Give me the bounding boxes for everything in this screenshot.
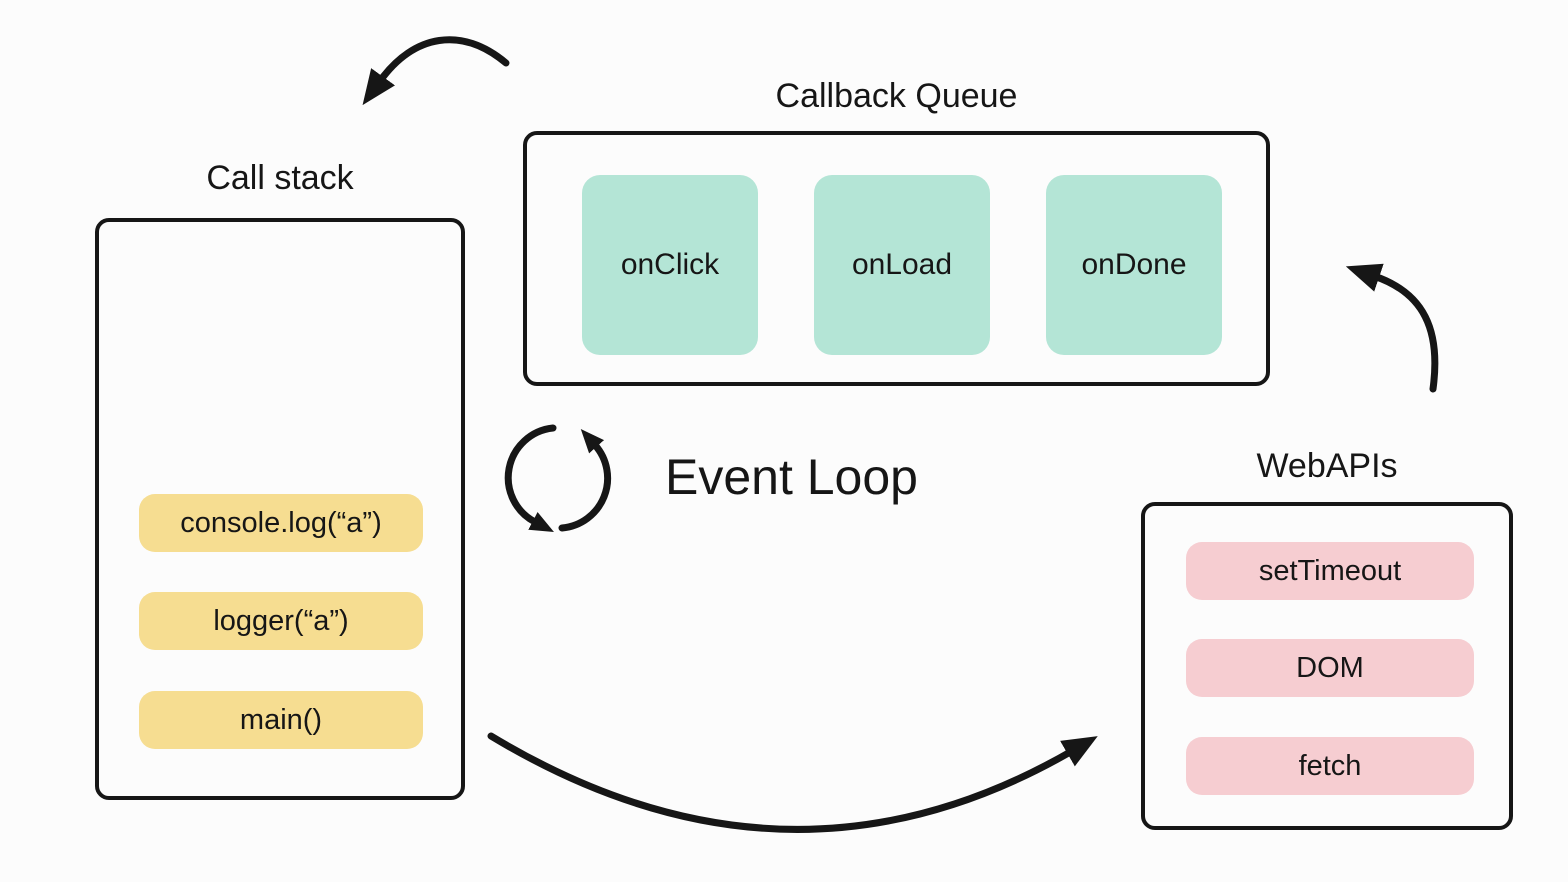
callback-queue-item: onDone <box>1046 175 1222 355</box>
event-loop-label: Event Loop <box>665 449 918 505</box>
call-stack-frame: logger(“a”) <box>139 592 423 650</box>
callback-queue-box: onClick onLoad onDone <box>523 131 1270 386</box>
callback-queue-title: Callback Queue <box>775 77 1018 115</box>
cycle-arrows-icon <box>504 424 612 532</box>
webapi-item: DOM <box>1186 639 1474 697</box>
stack-to-webapis-arrow <box>487 732 1098 833</box>
call-stack-frame: console.log(“a”) <box>139 494 423 552</box>
webapi-item: fetch <box>1186 737 1474 795</box>
call-stack-title: Call stack <box>206 159 354 197</box>
webapis-box: setTimeout DOM fetch <box>1141 502 1513 830</box>
webapis-title: WebAPIs <box>1256 447 1398 485</box>
callback-queue-item: onClick <box>582 175 758 355</box>
callback-queue-item: onLoad <box>814 175 990 355</box>
webapi-item: setTimeout <box>1186 542 1474 600</box>
queue-to-stack-arrow <box>362 36 510 106</box>
webapis-to-queue-arrow <box>1345 263 1439 393</box>
call-stack-box: console.log(“a”) logger(“a”) main() <box>95 218 465 800</box>
call-stack-frame: main() <box>139 691 423 749</box>
